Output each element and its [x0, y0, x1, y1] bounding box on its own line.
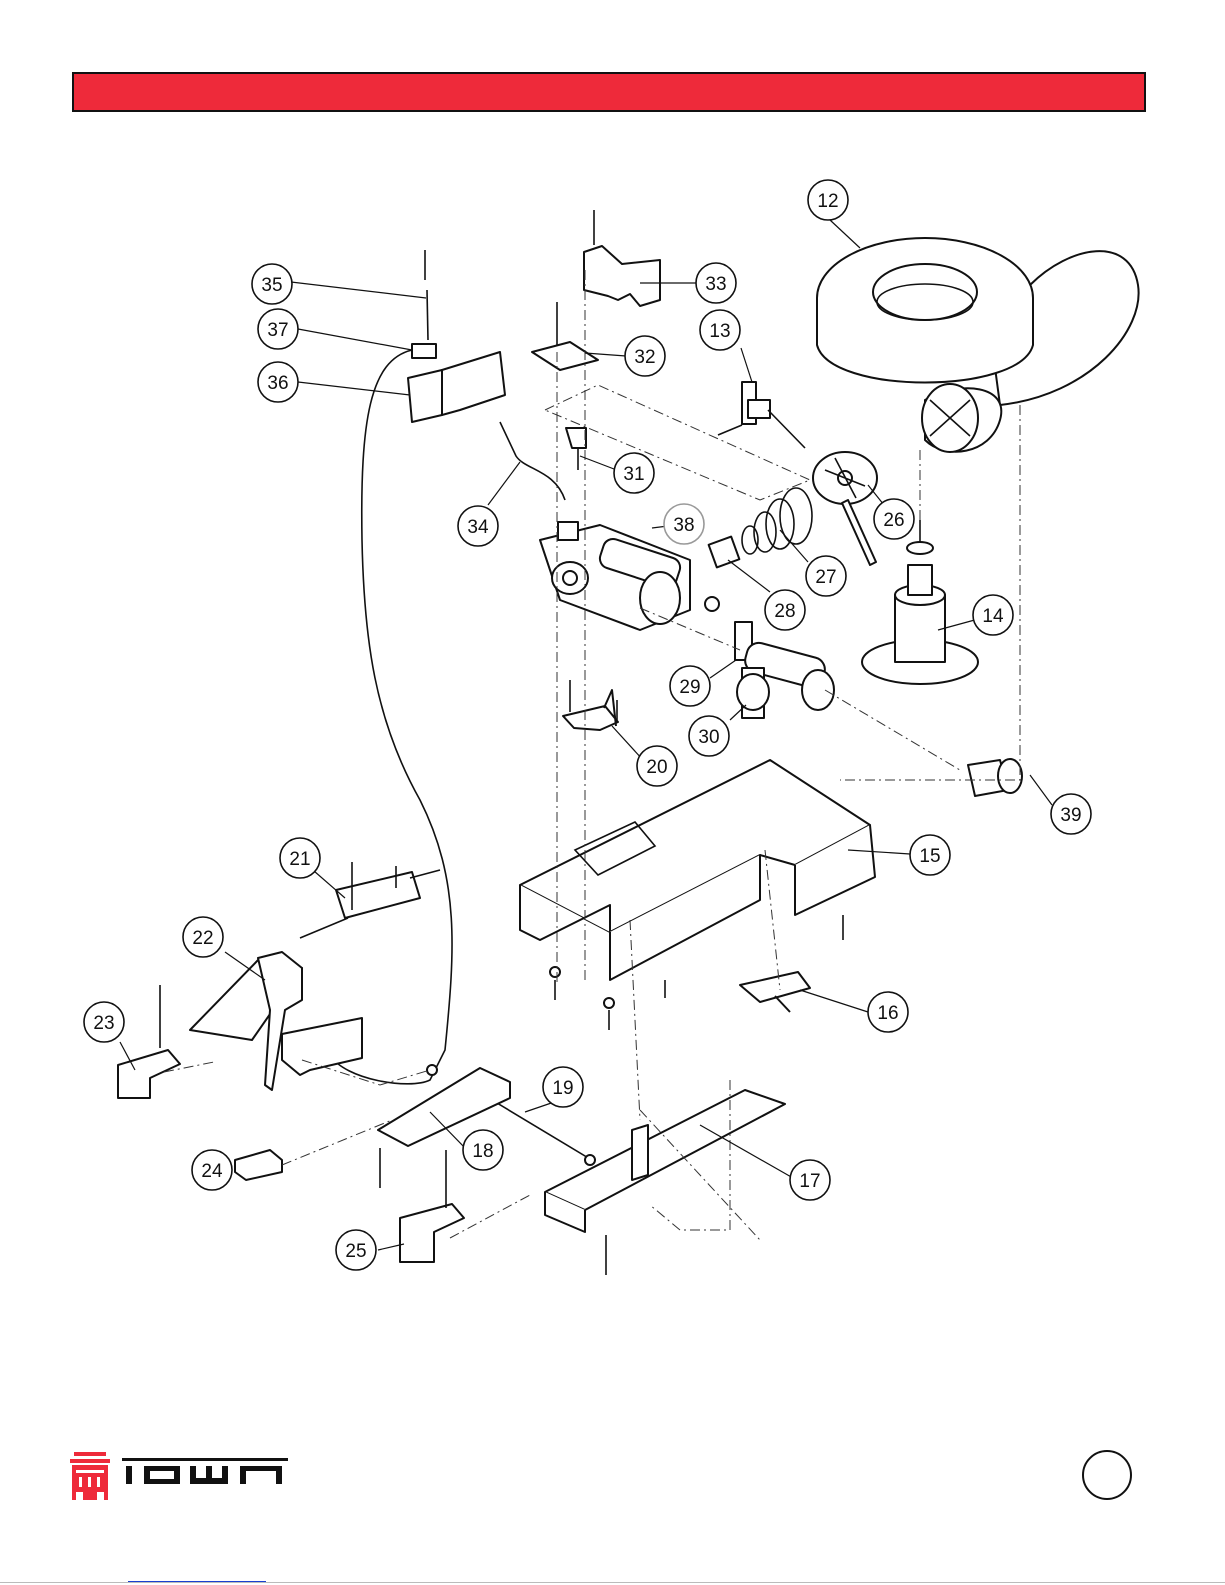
callout-label: 12 — [817, 191, 838, 212]
part-valve-body — [540, 522, 690, 630]
callout-label: 19 — [552, 1078, 573, 1099]
part-knob — [968, 759, 1022, 796]
callout-label: 26 — [883, 510, 904, 531]
part-ignitor — [300, 870, 440, 938]
callout-label: 24 — [201, 1161, 223, 1182]
callout-31: 31 — [614, 453, 654, 493]
callout-label: 31 — [623, 464, 644, 485]
callout-label: 23 — [93, 1013, 114, 1034]
callout-26: 26 — [874, 499, 914, 539]
assembly-lines — [164, 270, 1020, 1240]
part-thermocouple-lead — [330, 350, 452, 1084]
part-mixer — [735, 622, 834, 718]
callout-14: 14 — [973, 595, 1013, 635]
callout-25: 25 — [336, 1230, 376, 1270]
part-pilot-tube — [500, 422, 565, 500]
callout-37: 37 — [258, 309, 298, 349]
part-burner-base — [862, 520, 978, 684]
callout-label: 36 — [267, 373, 288, 394]
callout-label: 27 — [815, 567, 836, 588]
callout-15: 15 — [910, 835, 950, 875]
callout-label: 30 — [698, 727, 719, 748]
callout-label: 21 — [289, 849, 310, 870]
bottom-rule — [0, 1582, 1225, 1583]
part-electrode — [718, 382, 805, 448]
part-frame — [520, 760, 875, 980]
callout-39: 39 — [1051, 794, 1091, 834]
part-small-bracket — [532, 342, 598, 370]
callout-16: 16 — [868, 992, 908, 1032]
callout-18: 18 — [463, 1130, 503, 1170]
callout-36: 36 — [258, 362, 298, 402]
stove-logo-icon — [70, 1452, 110, 1500]
callout-13: 13 — [700, 310, 740, 350]
callout-label: 20 — [646, 757, 667, 778]
callout-30: 30 — [689, 716, 729, 756]
callout-label: 25 — [345, 1241, 366, 1262]
callout-label: 13 — [709, 321, 730, 342]
part-spring — [742, 488, 812, 554]
callout-label: 14 — [982, 606, 1004, 627]
callout-34: 34 — [458, 506, 498, 546]
part-bracket-20 — [563, 690, 618, 730]
callout-28: 28 — [765, 590, 805, 630]
callout-38: 38 — [664, 504, 704, 544]
callout-label: 28 — [774, 601, 795, 622]
part-pilot-assembly — [408, 250, 505, 422]
callout-23: 23 — [84, 1002, 124, 1042]
part-button-23 — [118, 1050, 180, 1098]
part-orifice — [705, 537, 739, 611]
part-cap-24 — [235, 1150, 282, 1180]
callout-label: 38 — [673, 515, 694, 536]
callout-20: 20 — [637, 746, 677, 786]
callout-22: 22 — [183, 917, 223, 957]
callout-label: 22 — [192, 928, 213, 949]
part-air-shutter — [813, 452, 877, 565]
page-number-badge — [1082, 1450, 1132, 1500]
part-nozzle — [566, 428, 586, 470]
callout-35: 35 — [252, 264, 292, 304]
callout-label: 33 — [705, 274, 726, 295]
callout-29: 29 — [670, 666, 710, 706]
part-burner-head — [817, 238, 1139, 452]
callout-12: 12 — [808, 180, 848, 220]
part-button-25 — [400, 1204, 464, 1262]
callout-33: 33 — [696, 263, 736, 303]
callout-17: 17 — [790, 1160, 830, 1200]
brand-logo-wordmark — [122, 1458, 292, 1484]
callout-label: 16 — [877, 1003, 898, 1024]
callout-label: 29 — [679, 677, 700, 698]
callout-label: 34 — [467, 517, 489, 538]
callout-label: 18 — [472, 1141, 493, 1162]
part-rod — [492, 1100, 595, 1162]
part-rail — [545, 1090, 785, 1232]
callout-label: 17 — [799, 1171, 820, 1192]
callout-label: 35 — [261, 275, 282, 296]
callout-24: 24 — [192, 1150, 232, 1190]
callout-32: 32 — [625, 336, 665, 376]
callout-19: 19 — [543, 1067, 583, 1107]
part-top-bracket — [584, 246, 660, 306]
callout-label: 39 — [1060, 805, 1081, 826]
exploded-parts-diagram: 12 13 14 15 16 17 18 19 20 21 22 23 24 25 26 27 28 29 30 31… — [0, 0, 1225, 1440]
callout-label: 37 — [267, 320, 288, 341]
part-lever — [190, 952, 302, 1090]
callout-label: 32 — [634, 347, 655, 368]
callout-27: 27 — [806, 556, 846, 596]
callout-label: 15 — [919, 846, 940, 867]
callout-21: 21 — [280, 838, 320, 878]
part-clip — [740, 972, 810, 1012]
